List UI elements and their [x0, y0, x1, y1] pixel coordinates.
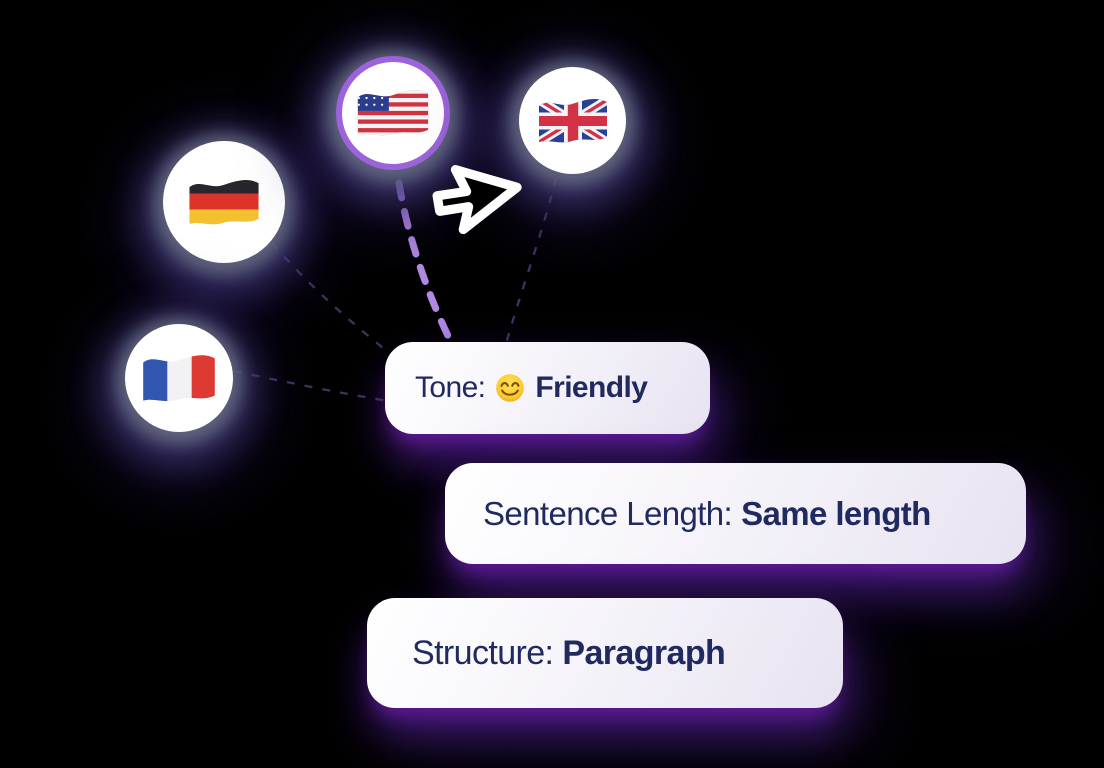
french-flag-icon — [143, 354, 215, 401]
sentence-length-setting-card[interactable]: Sentence Length: Same length — [445, 463, 1026, 564]
structure-value: Paragraph — [562, 633, 726, 672]
tone-value: Friendly — [535, 371, 648, 404]
sentence-length-value: Same length — [741, 494, 931, 532]
smiling-emoji-icon — [496, 374, 525, 402]
american-flag-icon — [357, 90, 429, 136]
language-circle-france[interactable] — [125, 324, 233, 432]
british-flag-icon — [538, 98, 607, 142]
connector-uk-tone — [504, 177, 558, 345]
language-circle-usa-selected[interactable] — [336, 56, 450, 170]
tone-label: Tone: — [415, 371, 486, 404]
connector-usa-tone-active — [395, 179, 456, 348]
connector-france-tone — [233, 369, 389, 403]
german-flag-icon — [189, 179, 259, 224]
connector-germany-tone — [271, 242, 393, 356]
sentence-length-label: Sentence Length: — [483, 494, 733, 532]
structure-setting-card[interactable]: Structure: Paragraph — [367, 598, 843, 708]
structure-label: Structure: — [412, 633, 554, 672]
language-circle-germany[interactable] — [163, 141, 285, 263]
language-circle-uk[interactable] — [519, 67, 626, 174]
tone-setting-card[interactable]: Tone: Friendly — [385, 342, 710, 434]
mouse-cursor-icon — [432, 165, 522, 235]
